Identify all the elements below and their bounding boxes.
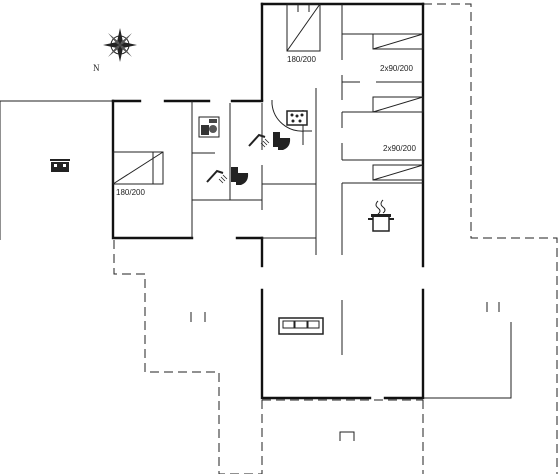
bed-upper-right-size: 2x90/200 <box>380 64 413 73</box>
exterior-walls <box>111 2 425 400</box>
cooking-pot-icon <box>368 199 394 232</box>
bed-middle-right <box>372 96 424 181</box>
bed-top-size: 180/200 <box>287 55 316 64</box>
toilet-icon <box>273 132 291 150</box>
compass-north-label: N <box>93 63 100 73</box>
washing-machine-icon <box>198 116 220 138</box>
shower-icon <box>206 169 228 184</box>
terrace-outline <box>0 3 558 474</box>
bed-top <box>286 3 321 52</box>
compass-rose-icon <box>103 28 137 62</box>
bed-left-size: 180/200 <box>116 188 145 197</box>
bed-left <box>112 151 164 185</box>
hot-tub-icon <box>286 110 308 126</box>
bed-middle-right-size: 2x90/200 <box>383 144 416 153</box>
shower-icon <box>248 133 270 148</box>
bed-upper-right <box>372 33 424 50</box>
garden-chairs-icon <box>190 302 500 441</box>
car-icon <box>50 159 70 172</box>
toilet-icon <box>231 167 249 185</box>
sofa-icon <box>278 317 324 335</box>
